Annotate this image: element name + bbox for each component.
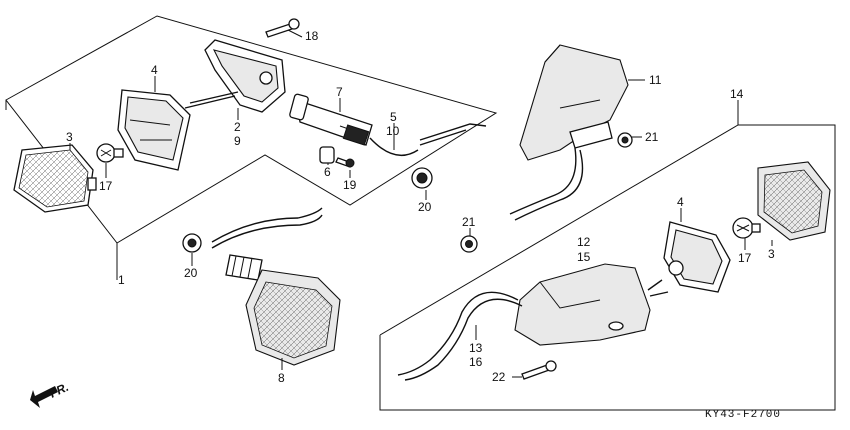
- socket-stalk: [289, 93, 487, 157]
- screw-19: [335, 157, 355, 168]
- callout-2: 2: [234, 120, 241, 134]
- collar-6: [319, 146, 335, 164]
- screw-22: [521, 360, 557, 380]
- nut-21-lower: [460, 235, 478, 253]
- callout-20-lower: 20: [184, 266, 198, 280]
- turn-signal-8: [211, 207, 341, 366]
- diagram-code: KY43-F2700: [705, 409, 781, 421]
- callout-22: 22: [492, 370, 506, 384]
- callout-3-right: 3: [768, 247, 775, 261]
- nut-20-lower: [182, 233, 202, 253]
- callout-19: 19: [343, 178, 357, 192]
- nut-20-upper: [411, 167, 433, 189]
- turn-signal-11: [509, 44, 629, 221]
- callout-15: 15: [577, 250, 591, 264]
- callout-10: 10: [386, 124, 400, 138]
- lens-holder-right: [663, 221, 731, 293]
- lens-right-rear: [757, 161, 831, 241]
- callout-1: 1: [118, 273, 125, 287]
- callout-21-lower: 21: [462, 215, 476, 229]
- screw-18: [265, 18, 300, 38]
- callout-16: 16: [469, 355, 483, 369]
- callout-12: 12: [577, 235, 591, 249]
- bulb-left: [96, 143, 124, 163]
- nut-21-upper: [617, 132, 633, 148]
- turn-signal-body-12: [397, 263, 669, 381]
- group-frame-right: [379, 100, 836, 411]
- callout-21-upper: 21: [645, 130, 659, 144]
- callout-labels: 3 4 17 1 18 2 9 7 5 10 6 19 20 20 8 11 2…: [66, 29, 775, 385]
- callout-17-right: 17: [738, 251, 752, 265]
- bracket-housing: [184, 39, 286, 113]
- callout-5: 5: [390, 110, 397, 124]
- callout-9: 9: [234, 134, 241, 148]
- lens-holder-left: [117, 89, 191, 171]
- leader-lines: [69, 29, 773, 378]
- front-label: FR.: [47, 380, 70, 401]
- callout-11: 11: [649, 73, 662, 87]
- group-frame-upper-left: [5, 15, 498, 280]
- bulb-right: [732, 217, 761, 239]
- callout-4-right: 4: [677, 195, 684, 209]
- callout-13: 13: [469, 341, 483, 355]
- lens-left-front: [13, 144, 97, 213]
- callout-18: 18: [305, 29, 319, 43]
- callout-3: 3: [66, 130, 73, 144]
- front-arrow-icon: [30, 386, 58, 408]
- callout-7: 7: [336, 85, 343, 99]
- callout-6: 6: [324, 165, 331, 179]
- callout-20-upper: 20: [418, 200, 432, 214]
- callout-8: 8: [278, 371, 285, 385]
- callout-17: 17: [99, 179, 113, 193]
- callout-4: 4: [151, 63, 158, 77]
- callout-14: 14: [730, 87, 744, 101]
